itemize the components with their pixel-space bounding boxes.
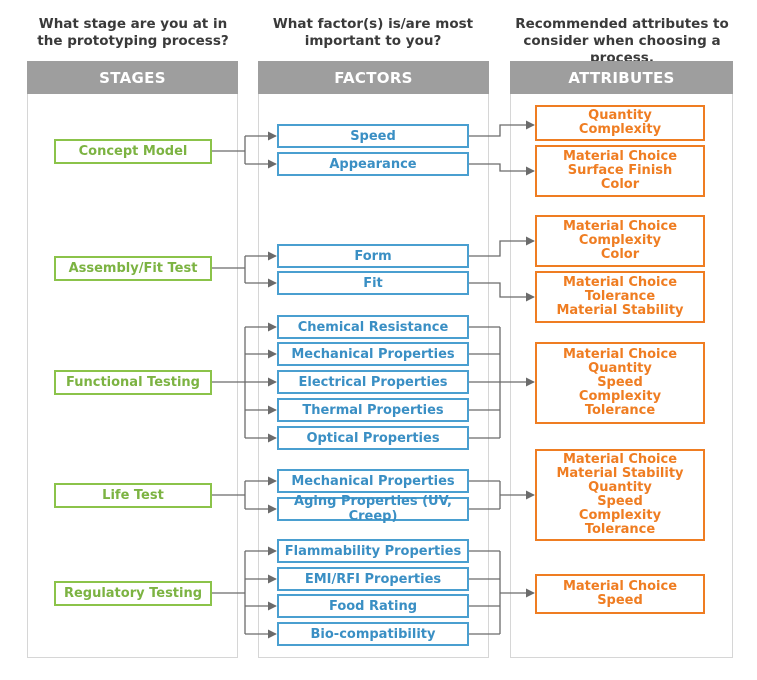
- factor-form: Form: [277, 244, 469, 268]
- attribute-line: Speed: [597, 593, 643, 608]
- attributes-form: Material Choice Complexity Color: [535, 215, 705, 267]
- factor-emi-rfi-properties: EMI/RFI Properties: [277, 567, 469, 591]
- stage-functional-testing: Functional Testing: [54, 370, 212, 395]
- attribute-line: Material Choice: [562, 149, 678, 164]
- factor-fit: Fit: [277, 271, 469, 295]
- attribute-line: Quantity: [588, 480, 652, 495]
- attributes-appearance: Material Choice Surface Finish Color: [535, 145, 705, 197]
- factors-header: FACTORS: [258, 61, 489, 94]
- factor-electrical-properties: Electrical Properties: [277, 370, 469, 394]
- factor-bio-compatibility: Bio-compatibility: [277, 622, 469, 646]
- factor-thermal-properties: Thermal Properties: [277, 398, 469, 422]
- attribute-line: Material Choice: [562, 275, 678, 290]
- attribute-line: Color: [600, 247, 640, 262]
- stage-regulatory-testing: Regulatory Testing: [54, 581, 212, 606]
- attributes-life: Material Choice Material Stability Quant…: [535, 449, 705, 541]
- factor-chemical-resistance: Chemical Resistance: [277, 315, 469, 339]
- factors-question: What factor(s) is/are most important to …: [272, 16, 474, 49]
- appearance-to-attr: [469, 163, 535, 176]
- attribute-line: Material Choice: [562, 579, 678, 594]
- stage-concept-model: Concept Model: [54, 139, 212, 164]
- attribute-line: Material Stability: [556, 466, 684, 481]
- factor-optical-properties: Optical Properties: [277, 426, 469, 450]
- attribute-line: Speed: [597, 494, 643, 509]
- factor-flammability-properties: Flammability Properties: [277, 539, 469, 563]
- fit-to-attr: [469, 282, 535, 302]
- attribute-line: Color: [600, 177, 640, 192]
- attributes-fit: Material Choice Tolerance Material Stabi…: [535, 271, 705, 323]
- factor-aging-properties: Aging Properties (UV, Creep): [277, 494, 469, 524]
- factor-food-rating: Food Rating: [277, 594, 469, 618]
- attribute-line: Material Choice: [562, 219, 678, 234]
- factor-mechanical-properties-life: Mechanical Properties: [277, 469, 469, 493]
- stage-assembly-fit-test: Assembly/Fit Test: [54, 256, 212, 281]
- factor-appearance: Appearance: [277, 152, 469, 176]
- attribute-line: Quantity: [588, 108, 652, 123]
- attribute-line: Complexity: [578, 389, 662, 404]
- speed-to-attr: [469, 120, 535, 137]
- attributes-speed: Quantity Complexity: [535, 105, 705, 141]
- attribute-line: Complexity: [578, 233, 662, 248]
- stage-life-test: Life Test: [54, 483, 212, 508]
- factor-speed: Speed: [277, 124, 469, 148]
- attribute-line: Material Stability: [556, 303, 684, 318]
- stages-question: What stage are you at in the prototyping…: [37, 16, 229, 49]
- attribute-line: Tolerance: [584, 403, 656, 418]
- factor-mechanical-properties: Mechanical Properties: [277, 342, 469, 366]
- attribute-line: Complexity: [578, 508, 662, 523]
- attributes-regulatory: Material Choice Speed: [535, 574, 705, 614]
- attributes-header: ATTRIBUTES: [510, 61, 733, 94]
- attribute-line: Speed: [597, 375, 643, 390]
- stages-header: STAGES: [27, 61, 238, 94]
- attributes-functional: Material Choice Quantity Speed Complexit…: [535, 342, 705, 424]
- attribute-line: Material Choice: [562, 347, 678, 362]
- attribute-line: Material Choice: [562, 452, 678, 467]
- attribute-line: Quantity: [588, 361, 652, 376]
- attribute-line: Tolerance: [584, 522, 656, 537]
- attribute-line: Surface Finish: [567, 163, 673, 178]
- form-to-attr: [469, 236, 535, 257]
- attribute-line: Complexity: [578, 122, 662, 137]
- attribute-line: Tolerance: [584, 289, 656, 304]
